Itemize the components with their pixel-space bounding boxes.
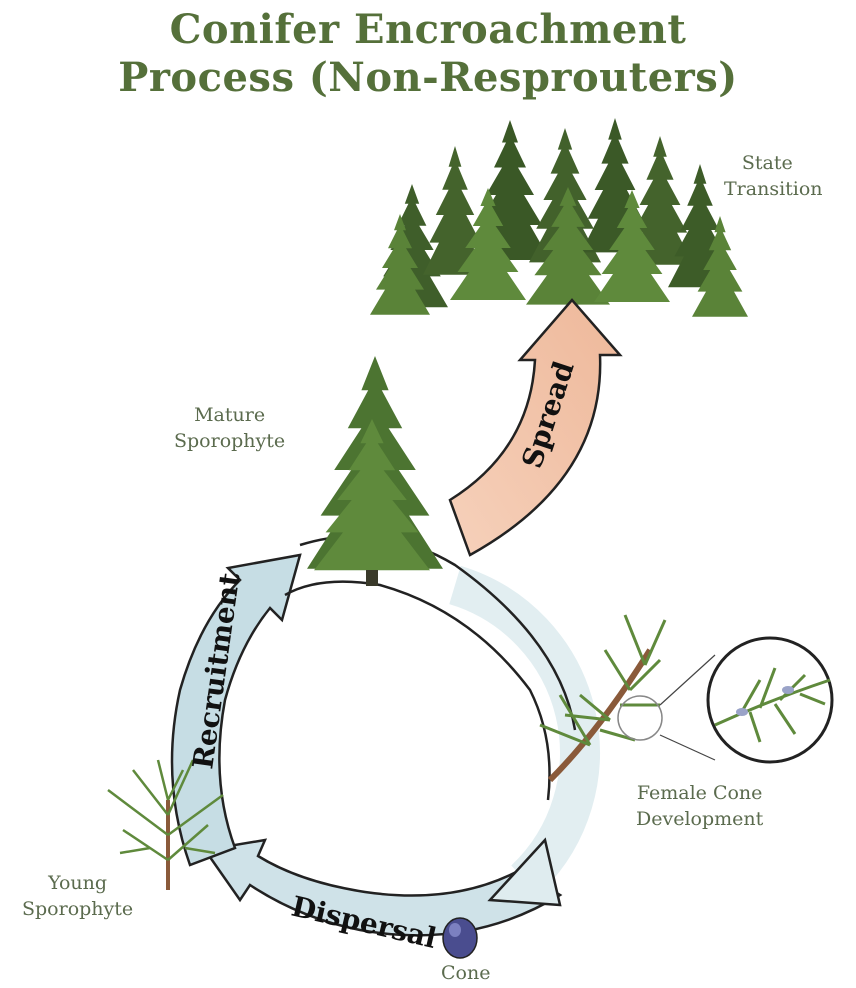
recruitment-arrow xyxy=(170,553,302,867)
label-young-sporophyte: Young Sporophyte xyxy=(22,872,134,920)
label-female-cone: Female Cone Development xyxy=(636,782,764,830)
female-cone-branch xyxy=(539,614,834,783)
mature-tree xyxy=(307,356,443,586)
label-mature-sporophyte: Mature Sporophyte xyxy=(174,404,286,452)
spread-arrow xyxy=(448,298,623,557)
title-line-1: Conifer Encroachment xyxy=(169,6,687,53)
dispersal-arrow xyxy=(202,837,563,937)
ring-right xyxy=(449,565,600,895)
title-line-2: Process (Non-Resprouters) xyxy=(118,54,738,101)
label-state-transition: State Transition xyxy=(724,152,823,200)
label-cone: Cone xyxy=(441,962,491,984)
cone-icon xyxy=(442,917,478,959)
forest-trees xyxy=(370,118,748,317)
young-tree xyxy=(107,759,224,890)
